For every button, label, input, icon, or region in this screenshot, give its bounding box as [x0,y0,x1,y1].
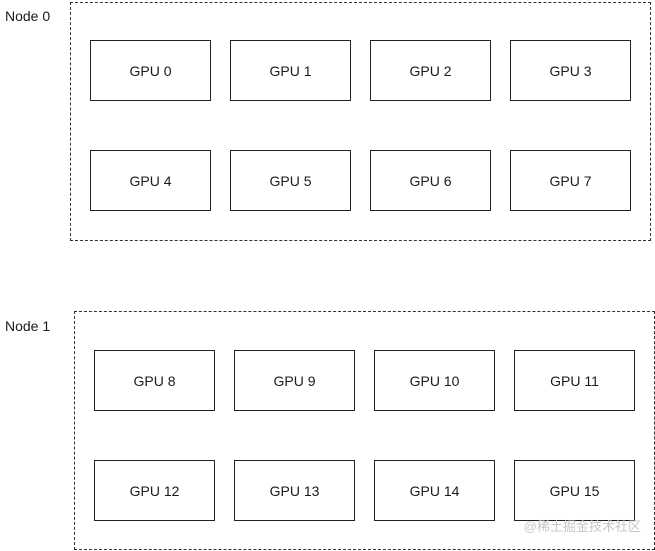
watermark: @稀土掘金技术社区 [523,519,641,534]
gpu-13-box: GPU 13 [234,460,355,521]
gpu-label: GPU 3 [549,62,592,79]
node-1-label: Node 1 [5,318,51,334]
gpu-15-box: GPU 15 [514,460,635,521]
gpu-6-box: GPU 6 [370,150,491,211]
gpu-label: GPU 15 [549,482,600,499]
gpu-12-box: GPU 12 [94,460,215,521]
gpu-7-box: GPU 7 [510,150,631,211]
gpu-label: GPU 4 [129,172,172,189]
gpu-label: GPU 8 [133,372,176,389]
node-0-label: Node 0 [5,8,51,24]
gpu-label: GPU 7 [549,172,592,189]
gpu-3-box: GPU 3 [510,40,631,101]
gpu-8-box: GPU 8 [94,350,215,411]
gpu-label: GPU 12 [129,482,180,499]
gpu-label: GPU 5 [269,172,312,189]
gpu-9-box: GPU 9 [234,350,355,411]
gpu-0-box: GPU 0 [90,40,211,101]
gpu-label: GPU 6 [409,172,452,189]
gpu-4-box: GPU 4 [90,150,211,211]
gpu-2-box: GPU 2 [370,40,491,101]
gpu-1-box: GPU 1 [230,40,351,101]
gpu-label: GPU 14 [409,482,460,499]
gpu-label: GPU 11 [550,372,599,389]
gpu-label: GPU 10 [409,372,460,389]
gpu-label: GPU 0 [129,62,172,79]
gpu-label: GPU 2 [409,62,452,79]
gpu-label: GPU 1 [269,62,312,79]
gpu-14-box: GPU 14 [374,460,495,521]
node-0-container [70,2,651,241]
gpu-label: GPU 13 [269,482,320,499]
gpu-5-box: GPU 5 [230,150,351,211]
gpu-label: GPU 9 [273,372,316,389]
gpu-11-box: GPU 11 [514,350,635,411]
gpu-10-box: GPU 10 [374,350,495,411]
